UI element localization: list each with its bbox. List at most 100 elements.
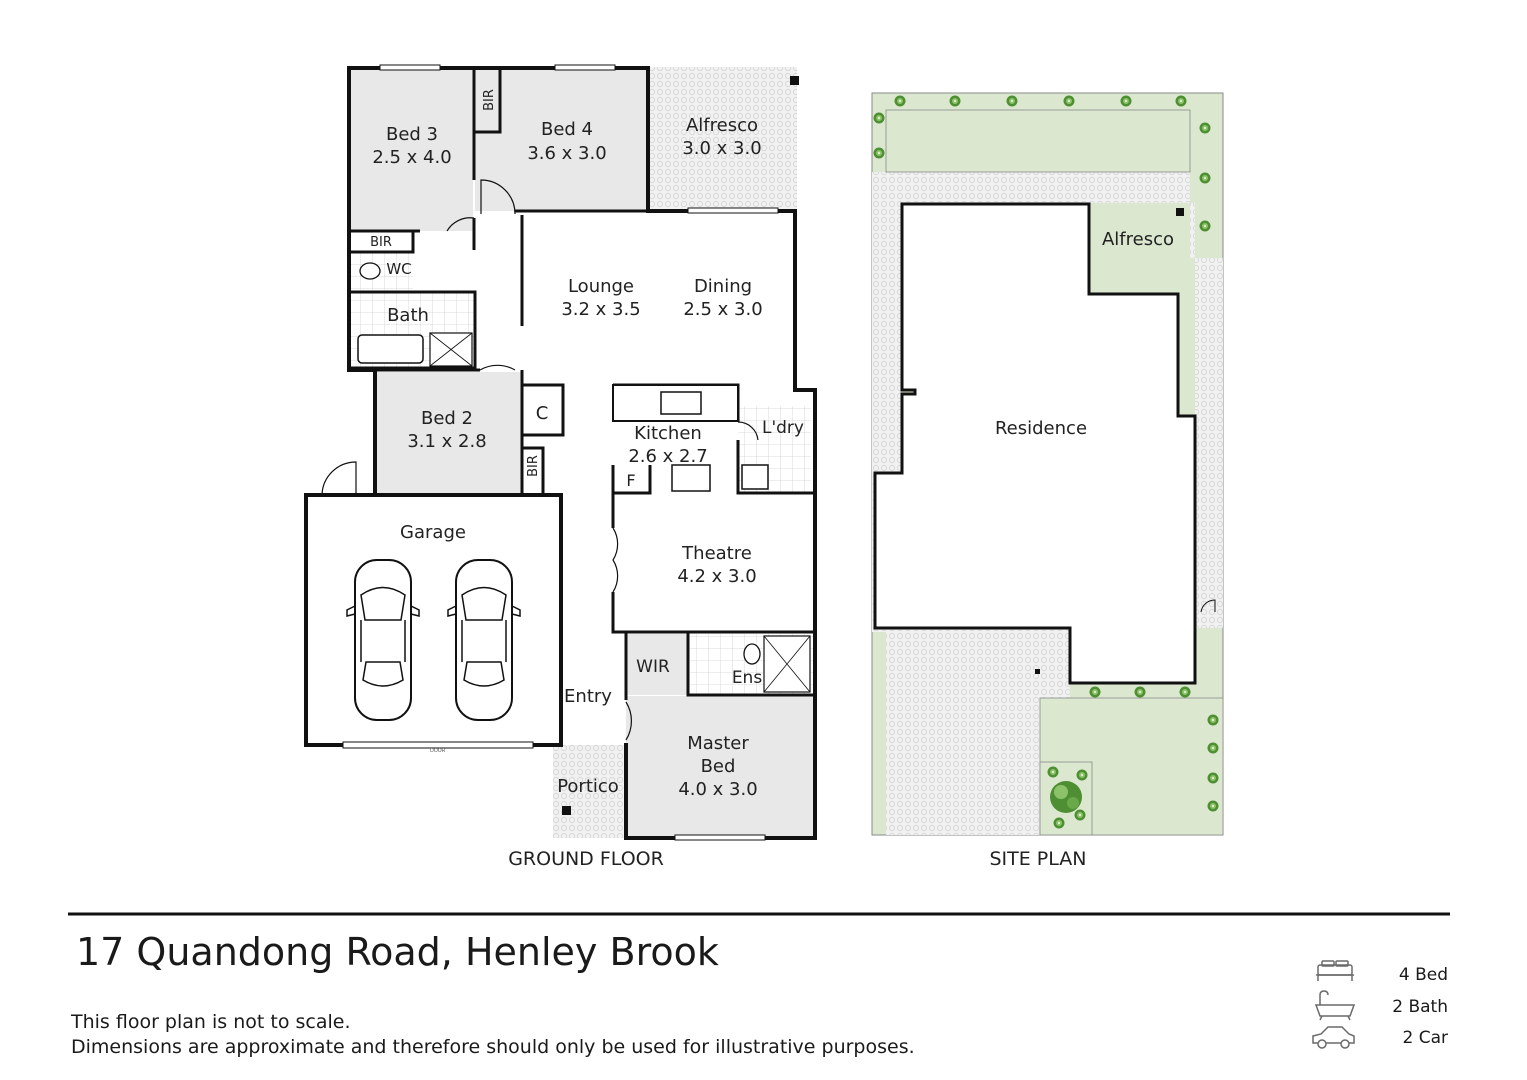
shrub [1199,122,1211,134]
shrub [1076,769,1088,781]
shrub [1047,766,1059,778]
kitchen-sink [660,391,702,415]
site-driveway [886,628,1070,835]
alfresco-post [790,76,799,85]
window-bed3 [379,64,441,71]
bir-bed4-label: BIR [482,89,497,111]
site-alfresco-post [1176,208,1184,216]
site-plan-caption: SITE PLAN [989,848,1086,870]
shrub [1053,817,1065,829]
laundry-label: L'dry [762,418,804,438]
bed2-label: Bed 2 [421,408,473,429]
lounge-label: Lounge [568,276,634,297]
ground-floor-caption: GROUND FLOOR [508,848,664,870]
bed-count: 4 Bed [1398,965,1448,985]
site-front-post [1035,669,1040,674]
shrub [949,95,961,107]
wall-wc-bath [349,290,477,370]
shrub [894,95,906,107]
site-alfresco-label: Alfresco [1102,229,1174,250]
cupboard-label: C [536,403,549,424]
shrub [1089,686,1101,698]
garage-label: Garage [400,522,466,543]
wc-toilet [359,262,381,280]
shrub [1074,809,1086,821]
cooktop [671,464,711,492]
bed3-floor [349,68,473,231]
bir-bed2-label: BIR [526,455,541,477]
portico-paving [553,745,625,838]
shrub [1199,220,1211,232]
master-label-1: Master [687,733,749,754]
wall-bir-bed2 [522,446,545,493]
bath-label: Bath [387,305,429,326]
entry-label: Entry [564,686,612,707]
bed4-label: Bed 4 [541,119,593,140]
door-garage-side [321,461,357,496]
shrub [1175,95,1187,107]
wall-bed3-bed4 [472,68,502,134]
dining-label: Dining [694,276,752,297]
door-theatre [612,527,619,593]
shrub [1134,686,1146,698]
wall-theatre [611,493,815,634]
shrub [1063,95,1075,107]
wall-wir-ens [624,632,815,700]
laundry-trough [741,464,769,490]
master-floor [626,696,813,836]
site-lawn-rear [885,109,1191,173]
garage-door [342,741,534,749]
wir-label: WIR [636,657,670,677]
master-dims: 4.0 x 3.0 [678,779,757,800]
garage-car-right [447,559,521,721]
door-laundry [737,421,759,441]
bathtub [357,334,424,364]
fridge-label: F [626,471,635,490]
alfresco-paving [649,67,797,212]
bed4-floor [475,68,648,211]
window-dining [687,207,779,214]
shrub [1120,95,1132,107]
bir-bed3-label: BIR [370,235,392,250]
disclaimer-not-to-scale: This floor plan is not to scale. [71,1011,351,1033]
portico-label: Portico [557,776,619,797]
residence-footprint [873,202,1197,685]
wir-floor [626,634,688,695]
site-plan: Residence Alfresco SITE PLAN [871,92,1224,870]
kitchen-bench [612,384,739,422]
exterior-wall-north-bedrooms [347,66,817,497]
kitchen-dims: 2.6 x 2.7 [628,446,707,467]
portico-post [562,806,571,815]
property-address: 17 Quandong Road, Henley Brook [76,930,719,974]
bath-count: 2 Bath [1392,997,1448,1017]
car-icon [1312,1026,1355,1049]
kitchen-label: Kitchen [634,423,702,444]
wall-laundry [736,440,815,495]
master-label-2: Bed [701,756,736,777]
feature-tree-icon [1050,781,1082,813]
ens-toilet [743,643,761,665]
window-bed4 [554,64,616,71]
wall-fridge [611,465,652,495]
ground-floor-plan: DOOR Bed 3 2.5 x 4.0 Bed 4 3.6 x 3.0 Alf… [304,64,817,870]
wc-label: WC [386,260,411,278]
lounge-dims: 3.2 x 3.5 [561,299,640,320]
theatre-dims: 4.2 x 3.0 [677,566,756,587]
bed2-floor [375,372,522,493]
window-master [674,834,766,841]
bed3-label: Bed 3 [386,124,438,145]
shrub [1207,714,1219,726]
door-bed2 [479,364,516,371]
car-count: 2 Car [1402,1028,1449,1048]
shrub [1207,772,1219,784]
door-bed4 [480,179,516,215]
wall-cupboard [522,383,565,437]
theatre-label: Theatre [681,543,752,564]
shrub [1207,742,1219,754]
bed-icon [1316,960,1354,981]
shrub [1179,686,1191,698]
ens-shower-cross [763,635,811,693]
residence-label: Residence [995,418,1087,439]
door-bed3 [446,217,475,232]
ensuite-label: Ens [732,668,763,688]
